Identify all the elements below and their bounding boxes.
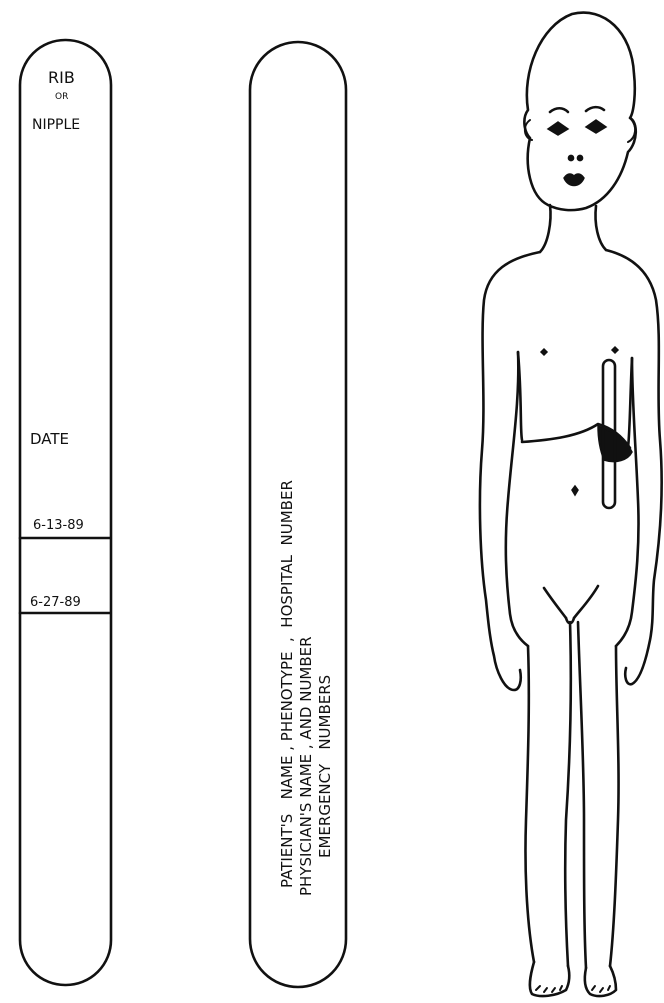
- patient-info-strip: PATIENT'S NAME , PHENOTYPE , HOSPITAL NU…: [250, 42, 346, 987]
- right-eye: [586, 120, 606, 133]
- left-leg-outer: [525, 646, 534, 962]
- navel: [572, 486, 578, 495]
- right-leg-inner: [578, 622, 586, 968]
- date-entry-1: 6-13-89: [33, 518, 84, 533]
- left-leg-inner: [565, 622, 571, 966]
- groin-right: [574, 586, 598, 618]
- left-eyebrow: [550, 108, 568, 112]
- left-foot: [530, 962, 569, 996]
- neck-right: [595, 206, 606, 250]
- right-leg-outer: [610, 646, 619, 966]
- left-toes: [536, 986, 562, 992]
- left-eye: [548, 122, 568, 135]
- nose-left-nostril: [568, 155, 573, 160]
- patient-info-line-1: PATIENT'S NAME , PHENOTYPE , HOSPITAL NU…: [278, 480, 296, 888]
- measurement-strip-outline: [20, 40, 111, 985]
- patient-info-line-2: PHYSICIAN'S NAME , AND NUMBER: [297, 636, 315, 896]
- measurement-strip: RIB OR NIPPLE DATE 6-13-89 6-27-89: [20, 40, 111, 985]
- rib-label: RIB: [48, 68, 75, 87]
- neck-left: [540, 205, 551, 252]
- right-nipple: [612, 347, 618, 353]
- groin-left: [544, 588, 566, 618]
- right-toes: [592, 986, 610, 992]
- date-entry-2: 6-27-89: [30, 595, 81, 610]
- nose-right-nostril: [577, 155, 582, 160]
- right-eyebrow: [586, 107, 604, 111]
- left-nipple: [541, 349, 547, 355]
- or-label: OR: [55, 92, 68, 102]
- torso-right-side: [628, 358, 632, 448]
- right-arm-inner: [616, 358, 639, 646]
- nipple-label: NIPPLE: [32, 117, 80, 133]
- patient-info-line-3: EMERGENCY NUMBERS: [316, 675, 334, 858]
- child-figure: [480, 13, 662, 997]
- mouth: [564, 174, 584, 186]
- left-arm-inner: [506, 352, 528, 646]
- date-header: DATE: [30, 430, 69, 448]
